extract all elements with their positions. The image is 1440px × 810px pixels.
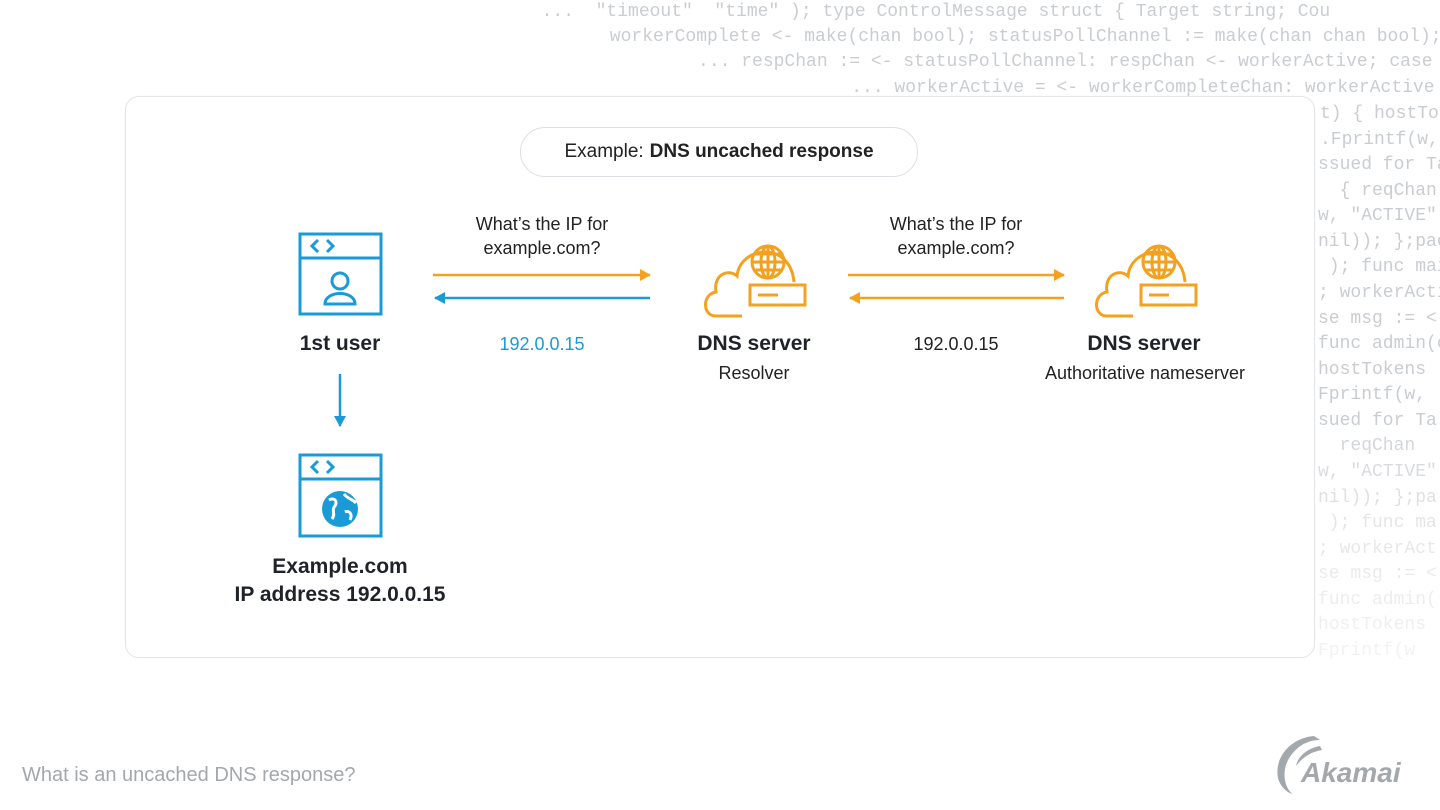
resolver-label: DNS server xyxy=(697,332,811,355)
authoritative-label: DNS server xyxy=(1087,332,1201,355)
question-2-line2: example.com? xyxy=(897,238,1015,258)
authoritative-sublabel: Authoritative nameserver xyxy=(1044,363,1246,383)
resolver-cloud-server-icon xyxy=(704,244,807,318)
website-name: Example.com xyxy=(272,555,408,578)
caption: What is an uncached DNS response? xyxy=(22,764,356,786)
diagram-title: Example: DNS uncached response xyxy=(520,127,918,177)
question-1-line2: example.com? xyxy=(483,238,601,258)
diagram-card xyxy=(125,96,1315,658)
website-ip: IP address 192.0.0.15 xyxy=(234,583,446,606)
answer-2: 192.0.0.15 xyxy=(913,334,999,354)
question-1: What’s the IP for example.com? xyxy=(432,212,652,260)
question-2: What’s the IP for example.com? xyxy=(846,212,1066,260)
question-2-line1: What’s the IP for xyxy=(889,214,1023,234)
resolver-sublabel: Resolver xyxy=(718,363,790,383)
authoritative-cloud-server-icon xyxy=(1095,244,1198,318)
website-label: Example.com IP address 192.0.0.15 xyxy=(190,553,490,609)
question-1-line1: What’s the IP for xyxy=(475,214,609,234)
title-emphasis: DNS uncached response xyxy=(649,141,874,162)
website-browser-icon xyxy=(298,453,383,538)
user-browser-icon xyxy=(298,232,383,316)
akamai-logo-icon xyxy=(1277,736,1322,794)
title-prefix: Example: xyxy=(564,141,644,162)
user-label: 1st user xyxy=(299,332,381,355)
answer-1: 192.0.0.15 xyxy=(499,334,585,354)
logo-text: Akamai xyxy=(1301,757,1401,788)
